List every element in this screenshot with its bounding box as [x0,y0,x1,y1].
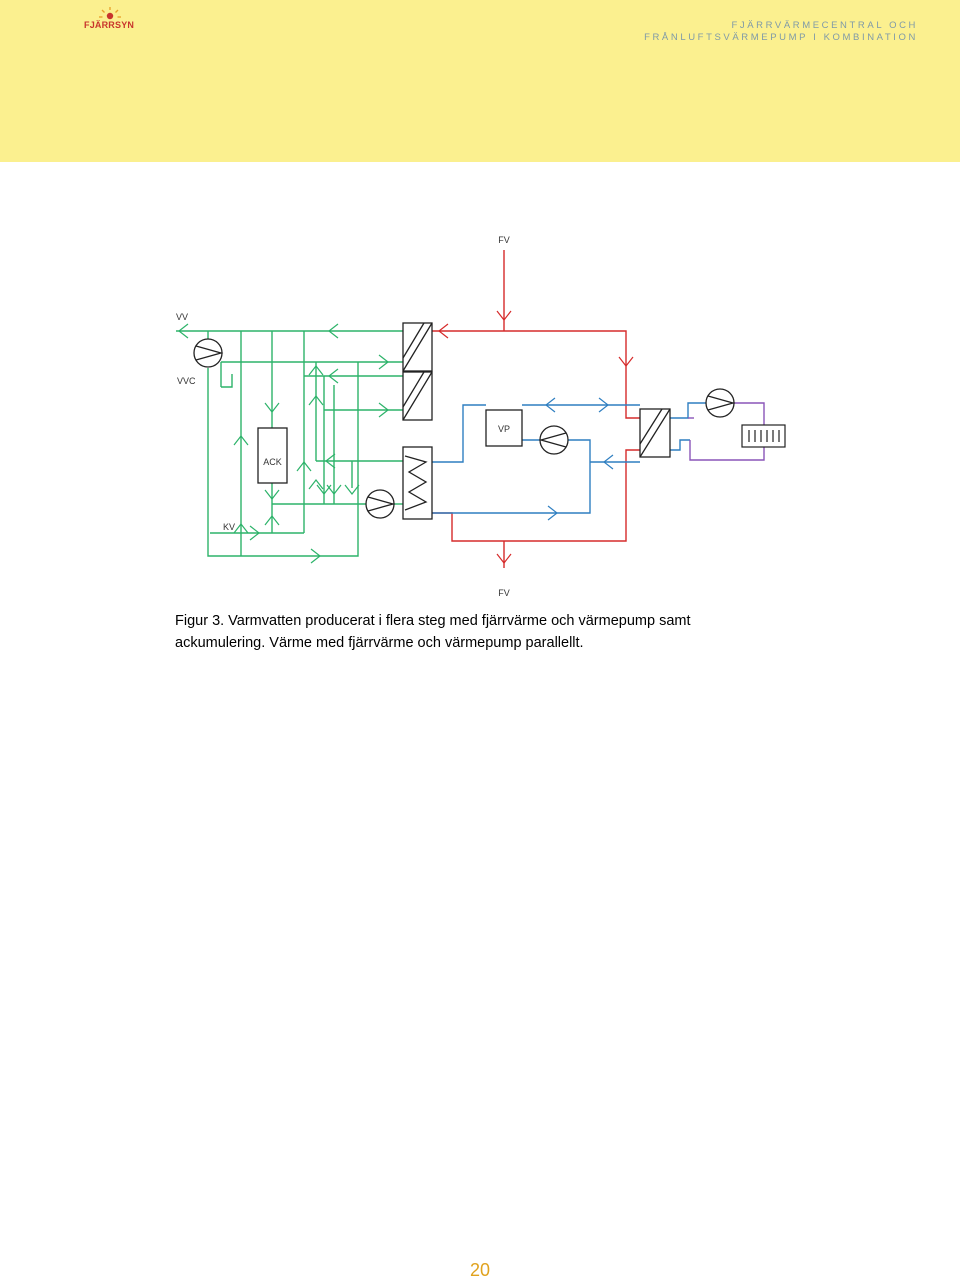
pump-icon [193,338,224,368]
heat-pump-arrows [545,397,614,521]
coil-tank-icon [402,446,433,520]
page-number: 20 [469,1260,491,1280]
sun-logo-icon [99,7,121,20]
heat-exchanger-icon [402,371,433,421]
header-title-line1: FJÄRRVÄRMECENTRAL OCH [731,20,918,31]
header-title: FJÄRRVÄRMECENTRAL OCH FRÅNLUFTSVÄRMEPUMP… [644,20,918,43]
pump-icon [365,489,396,519]
accumulator-tank: ACK [257,427,288,484]
heating-circuit-pipes [688,402,765,461]
fv-bottom-label: FV [498,588,510,598]
pump-icon [538,425,569,455]
vv-label: VV [176,312,188,322]
ack-label: ACK [263,457,282,467]
figure-caption: Figur 3. Varmvatten producerat i flera s… [175,610,775,654]
caption-line2: ackumulering. Värme med fjärrvärme och v… [175,635,584,651]
heat-pump-pipes [432,402,706,514]
heat-exchanger-icon [639,408,671,458]
pump-icon [705,388,736,418]
caption-line1: Figur 3. Varmvatten producerat i flera s… [175,613,691,629]
kv-label: KV [223,522,235,532]
header-title-line2: FRÅNLUFTSVÄRMEPUMP I KOMBINATION [644,31,918,43]
vp-label: VP [498,424,510,434]
header-band: FJÄRRSYN FJÄRRVÄRMECENTRAL OCH FRÅNLUFTS… [0,0,960,162]
vvc-label: VVC [177,376,196,386]
heat-exchanger-icon [402,322,433,372]
district-heating-arrows [438,310,634,564]
radiator-icon [741,424,786,448]
logo-text: FJÄRRSYN [84,20,135,30]
heat-pump-unit: VP [485,409,523,447]
fv-top-label: FV [498,235,510,245]
system-diagram: ACK VP FV FV VV VVC KV [176,235,786,598]
